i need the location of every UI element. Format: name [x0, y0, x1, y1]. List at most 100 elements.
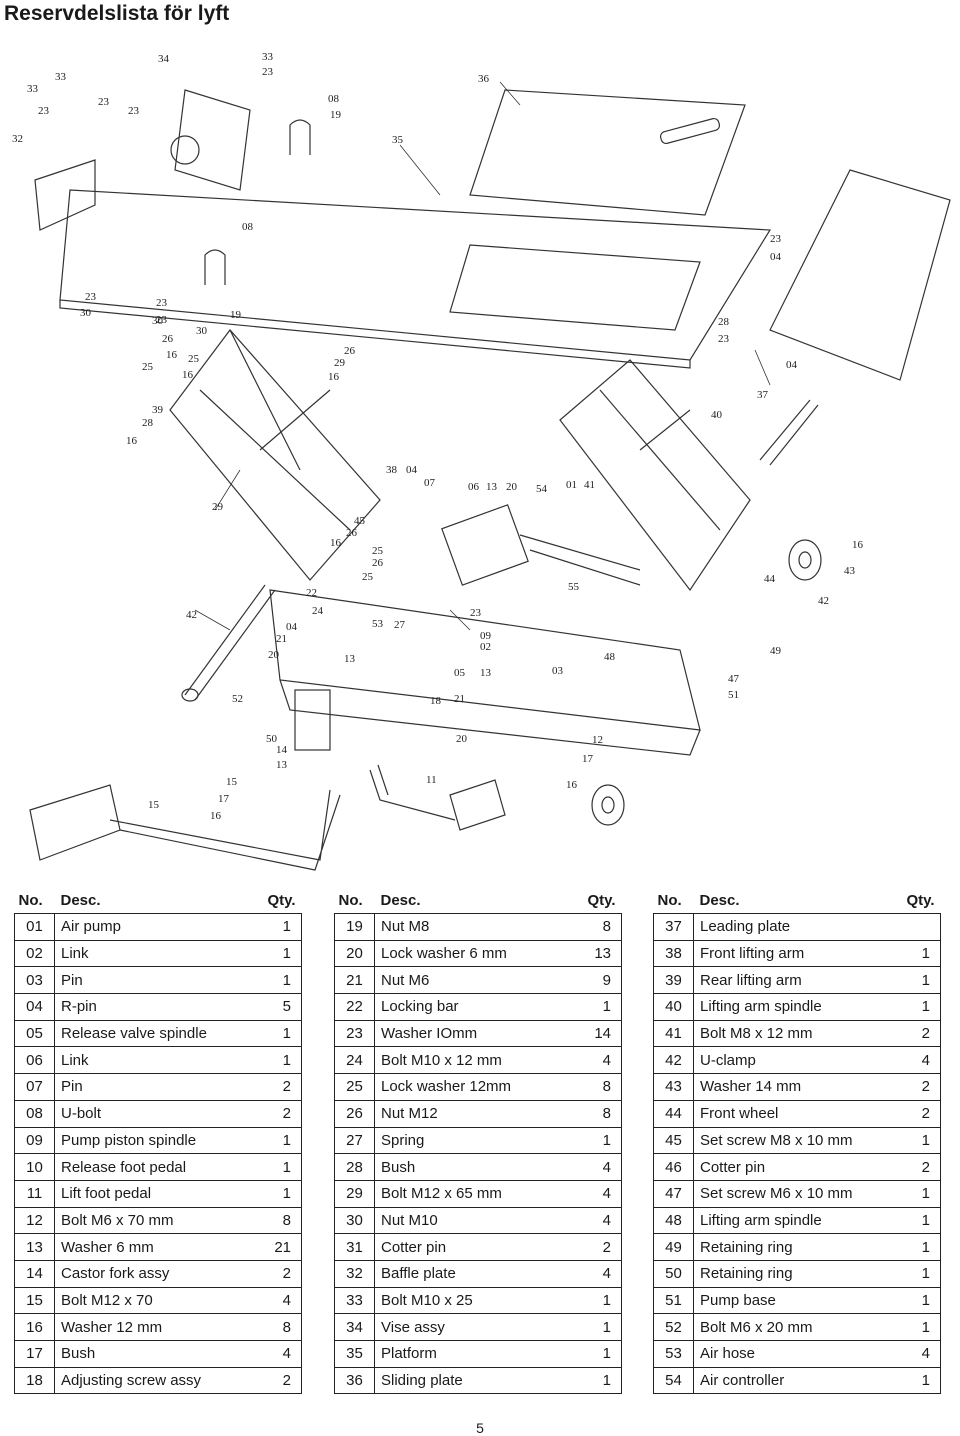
part-quantity: 1: [890, 1179, 941, 1208]
diagram-callout: 20: [506, 481, 518, 493]
diagram-callout: 30: [196, 325, 208, 337]
diagram-callout: 43: [844, 565, 856, 577]
part-quantity: 2: [890, 1073, 941, 1101]
part-quantity: 2: [890, 1019, 941, 1048]
header-desc: Desc.: [374, 887, 571, 914]
diagram-callout: 23: [470, 607, 482, 619]
part-description: Bolt M10 x 12 mm: [374, 1046, 571, 1075]
part-number: 01: [14, 913, 55, 941]
release-foot-pedal-shape: [449, 779, 506, 831]
part-quantity: 1: [890, 1366, 941, 1395]
diagram-callout: 16: [182, 369, 194, 381]
part-description: Adjusting screw assy: [54, 1366, 251, 1395]
part-number: 08: [14, 1099, 55, 1128]
part-quantity: 2: [251, 1366, 302, 1395]
part-number: 10: [14, 1153, 55, 1181]
diagram-callout: 16: [126, 435, 138, 447]
part-description: Washer 12 mm: [54, 1313, 251, 1341]
diagram-callout: 26: [372, 557, 384, 569]
part-description: Sliding plate: [374, 1366, 571, 1395]
part-quantity: 14: [571, 1019, 622, 1048]
part-number: 40: [653, 993, 694, 1021]
part-description: Bolt M6 x 20 mm: [693, 1313, 890, 1341]
part-quantity: 1: [571, 993, 622, 1021]
part-number: 37: [653, 913, 694, 941]
diagram-callout: 25: [372, 545, 384, 557]
part-quantity: 4: [571, 1259, 622, 1288]
part-quantity: 1: [890, 966, 941, 995]
diagram-callout: 11: [426, 774, 437, 786]
part-number: 50: [653, 1259, 694, 1288]
diagram-callout: 16: [166, 349, 178, 361]
diagram-callout: 30: [80, 307, 92, 319]
part-number: 28: [334, 1153, 375, 1181]
part-quantity: 1: [890, 1286, 941, 1315]
diagram-callout: 02: [480, 641, 491, 653]
part-number: 51: [653, 1286, 694, 1315]
part-number: 06: [14, 1046, 55, 1075]
diagram-callout: 13: [480, 667, 492, 679]
diagram-callout: 44: [764, 573, 776, 585]
part-number: 31: [334, 1233, 375, 1261]
part-number: 19: [334, 913, 375, 941]
part-number: 26: [334, 1099, 375, 1128]
part-description: U-bolt: [54, 1099, 251, 1128]
part-description: Pump base: [693, 1286, 890, 1315]
part-quantity: 5: [251, 993, 302, 1021]
part-number: 18: [14, 1366, 55, 1395]
part-number: 14: [14, 1259, 55, 1288]
diagram-callout: 24: [312, 605, 324, 617]
base-frame-shape: [269, 589, 701, 731]
part-description: Set screw M6 x 10 mm: [693, 1179, 890, 1208]
diagram-callout: 23: [770, 233, 782, 245]
part-description: Bolt M10 x 25: [374, 1286, 571, 1315]
diagram-callout: 28: [142, 417, 154, 429]
header-no: No.: [334, 887, 375, 914]
part-quantity: 2: [251, 1073, 302, 1101]
part-number: 04: [14, 993, 55, 1021]
diagram-callout: 15: [148, 799, 160, 811]
part-description: Washer 6 mm: [54, 1233, 251, 1261]
part-description: Washer 14 mm: [693, 1073, 890, 1101]
diagram-callout: 15: [226, 776, 238, 788]
part-quantity: 1: [571, 1313, 622, 1341]
diagram-callout: 23: [156, 314, 168, 326]
part-description: Bolt M12 x 65 mm: [374, 1179, 571, 1208]
diagram-callout: 21: [454, 693, 465, 705]
part-number: 39: [653, 966, 694, 995]
part-number: 47: [653, 1179, 694, 1208]
diagram-callout: 33: [55, 71, 67, 83]
part-quantity: 1: [251, 1046, 302, 1075]
part-quantity: 2: [890, 1099, 941, 1128]
part-quantity: 4: [251, 1286, 302, 1315]
part-description: Cotter pin: [374, 1233, 571, 1261]
part-number: 32: [334, 1259, 375, 1288]
part-quantity: 4: [251, 1340, 302, 1368]
page-number: 5: [476, 1420, 484, 1436]
part-number: 23: [334, 1019, 375, 1048]
header-no: No.: [14, 887, 55, 914]
part-number: 15: [14, 1286, 55, 1315]
part-quantity: 1: [251, 1019, 302, 1048]
diagram-callout: 16: [330, 537, 342, 549]
part-number: 20: [334, 939, 375, 968]
